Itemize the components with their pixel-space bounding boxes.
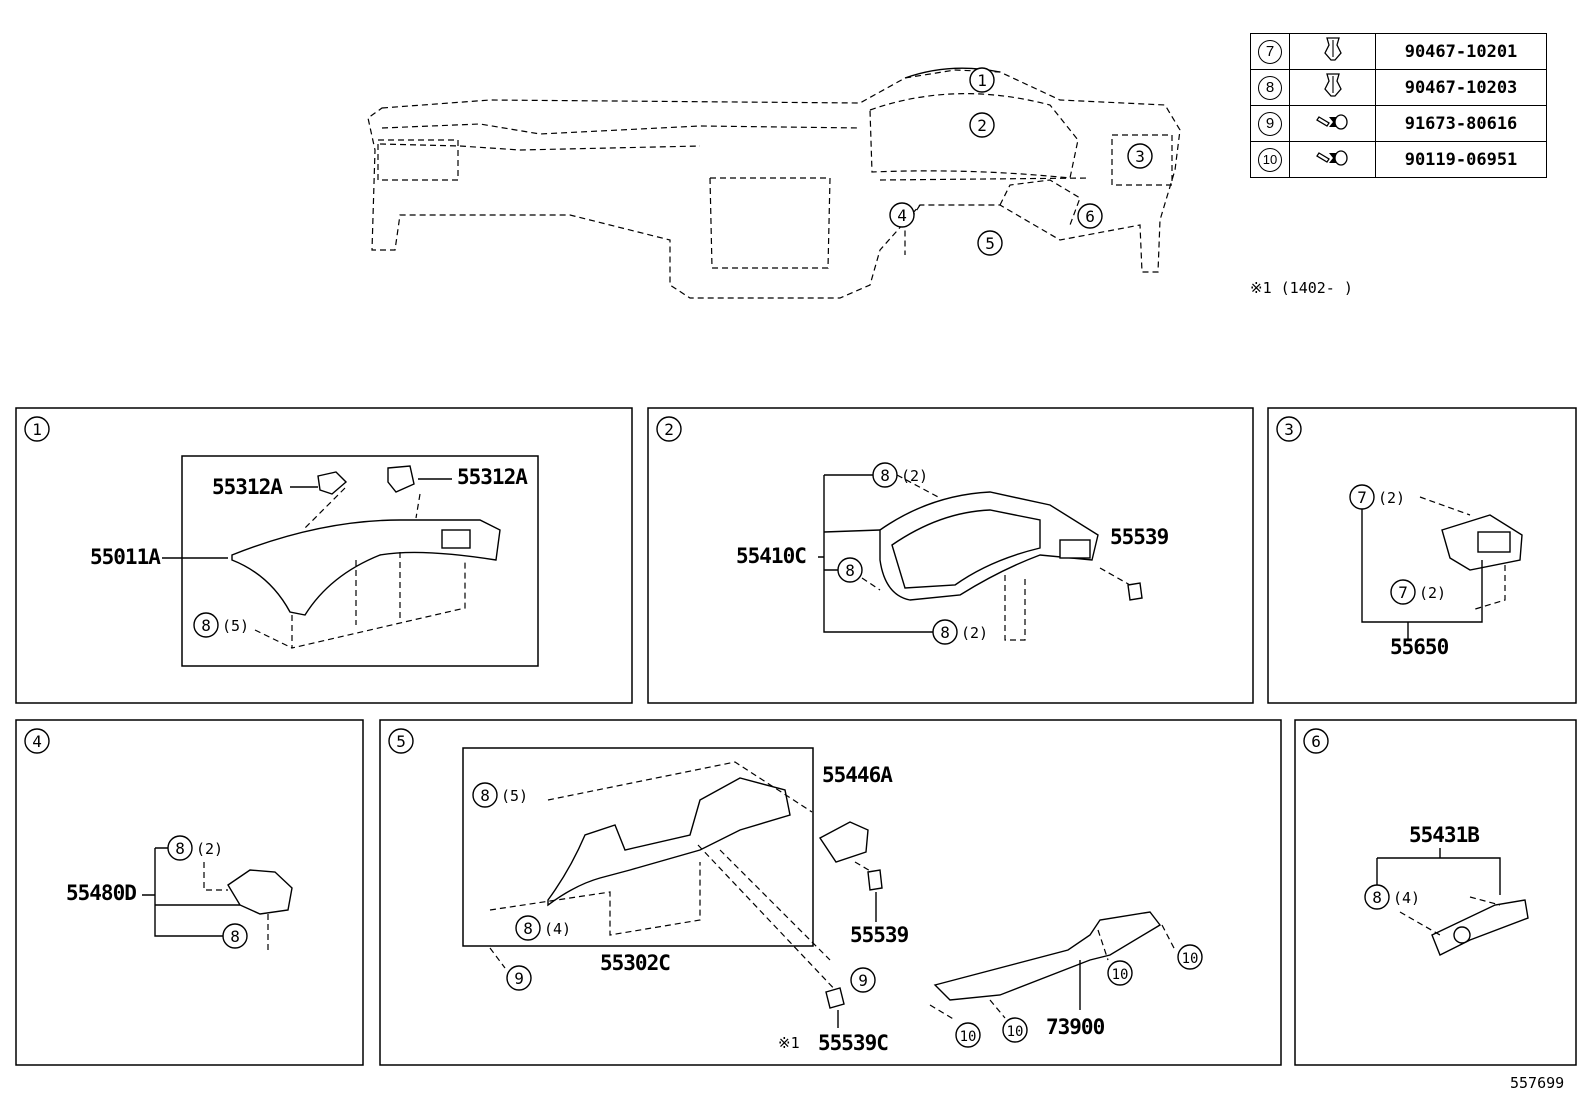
clip-55539c (825, 987, 845, 1009)
vent-grille (1059, 539, 1091, 559)
table-row: 8 90467-10203 (1250, 69, 1547, 106)
clip-55312a-right (387, 465, 415, 493)
svg-text:4: 4 (32, 732, 42, 751)
part-55431b: 55431B (1409, 823, 1479, 847)
part-number: 90467-10203 (1375, 69, 1547, 106)
cluster-finish-panel-55410c (879, 491, 1099, 601)
part-number: 90467-10201 (1375, 33, 1547, 70)
part-55650: 55650 (1390, 635, 1449, 659)
svg-text:8: 8 (480, 786, 490, 805)
table-row: 7 90467-10201 (1250, 33, 1547, 70)
callout-9: 9 (1258, 111, 1282, 136)
instrument-panel-overview (367, 67, 1181, 299)
part-number: 91673-80616 (1375, 105, 1547, 142)
svg-text:9: 9 (858, 971, 868, 990)
panel-4-frame (15, 719, 364, 1066)
svg-text:(5): (5) (501, 787, 528, 805)
callout-1: 1 (977, 71, 987, 90)
callout-2: 2 (977, 116, 987, 135)
panel-6-frame (1294, 719, 1577, 1066)
vent-opening (441, 529, 471, 549)
svg-text:(2): (2) (901, 467, 928, 485)
svg-text:(5): (5) (222, 617, 249, 635)
switch-opening (1453, 926, 1471, 944)
part-55011a: 55011A (90, 545, 161, 569)
svg-text:(2): (2) (961, 624, 988, 642)
panel-5-inner-frame (462, 747, 814, 947)
panel-1-badge: 1 (24, 416, 50, 442)
clip-55312a-left (317, 471, 348, 495)
svg-text:8: 8 (845, 561, 855, 580)
lower-panel-55302c (547, 777, 791, 907)
svg-text:8: 8 (230, 927, 240, 946)
callout-4: 4 (897, 206, 907, 225)
panel-2-frame (647, 407, 1254, 704)
part-73900: 73900 (1046, 1015, 1105, 1039)
lower-finish-panel-55480d (227, 869, 293, 915)
part-55312a-right: 55312A (457, 465, 528, 489)
panel-1-frame (15, 407, 633, 704)
svg-text:3: 3 (1284, 420, 1294, 439)
callout-8: 8 (1258, 75, 1282, 100)
svg-text:(4): (4) (1393, 889, 1420, 907)
callout-5: 5 (985, 234, 995, 253)
panel-1-inner-frame (181, 455, 539, 667)
table-row: 9 91673-80616 (1250, 105, 1547, 142)
asterisk-note: ※1 (778, 1034, 800, 1052)
clip-icon (1323, 73, 1342, 97)
svg-text:10: 10 (1112, 967, 1129, 983)
part-55539-panel-5: 55539 (850, 923, 909, 947)
svg-text:(2): (2) (1378, 489, 1405, 507)
svg-text:(2): (2) (196, 840, 223, 858)
svg-text:1: 1 (32, 420, 42, 439)
clip-55539 (1127, 582, 1143, 601)
fastener-table: 7 90467-10201 8 90467-10203 9 916 (1250, 33, 1547, 178)
svg-text:10: 10 (960, 1029, 977, 1045)
bolt-icon (1315, 114, 1348, 130)
bolt-icon (1315, 150, 1348, 166)
date-range-note: ※1 (1402- ) (1250, 279, 1353, 297)
center-vent-55446a (818, 821, 869, 863)
part-55539c: 55539C (818, 1031, 888, 1055)
panel-5-frame (379, 719, 1282, 1066)
svg-text:9: 9 (514, 969, 524, 988)
drawing-number: 557699 (1510, 1074, 1564, 1092)
svg-text:8: 8 (201, 616, 211, 635)
table-row: 10 90119-06951 (1250, 141, 1547, 178)
svg-text:7: 7 (1398, 583, 1408, 602)
svg-text:2: 2 (664, 420, 674, 439)
reinforcement-bracket-73900 (933, 911, 1162, 1001)
svg-text:(2): (2) (1419, 584, 1446, 602)
svg-text:8: 8 (523, 919, 533, 938)
clip-icon (1323, 37, 1342, 61)
svg-text:8: 8 (1372, 888, 1382, 907)
part-55446a: 55446A (822, 763, 893, 787)
part-55539: 55539 (1110, 525, 1169, 549)
part-55480d: 55480D (66, 881, 136, 905)
svg-text:10: 10 (1182, 951, 1199, 967)
svg-text:6: 6 (1311, 732, 1321, 751)
callout-7: 7 (1258, 39, 1282, 64)
svg-text:7: 7 (1357, 488, 1367, 507)
svg-text:(4): (4) (544, 920, 571, 938)
svg-text:8: 8 (880, 466, 890, 485)
part-55410c: 55410C (736, 544, 806, 568)
clip-55539-panel-5 (867, 869, 883, 891)
upper-panel-55011a (231, 519, 501, 616)
part-number: 90119-06951 (1375, 141, 1547, 178)
part-55312a-left: 55312A (212, 475, 283, 499)
part-55302c: 55302C (600, 951, 670, 975)
callout-10: 10 (1258, 147, 1282, 172)
svg-text:8: 8 (940, 623, 950, 642)
side-vent-grille (1477, 531, 1511, 553)
svg-text:8: 8 (175, 839, 185, 858)
lower-panel-55431b (1431, 899, 1529, 956)
callout-3: 3 (1135, 147, 1145, 166)
svg-text:5: 5 (396, 732, 406, 751)
panel-3-frame (1267, 407, 1577, 704)
callout-6: 6 (1085, 207, 1095, 226)
overview-callouts: 1 2 3 4 5 6 (889, 67, 1153, 256)
svg-text:10: 10 (1007, 1024, 1024, 1040)
